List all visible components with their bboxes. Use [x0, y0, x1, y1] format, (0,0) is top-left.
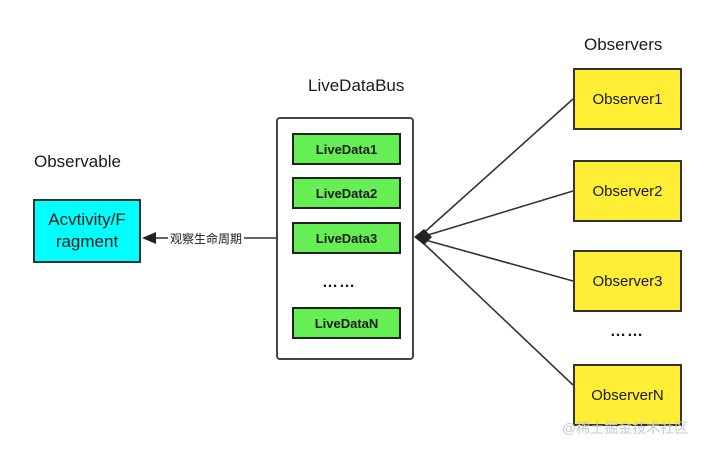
observable-label: Observable — [34, 152, 121, 171]
watermark: @稀土掘金技术社区 — [562, 420, 689, 436]
lifecycle-edge-label: 观察生命周期 — [168, 230, 245, 247]
lifecycle-arrowhead — [142, 232, 156, 244]
livedata-ellipsis: …… — [322, 274, 356, 291]
observer2-connector — [417, 190, 574, 239]
aggregation-diamond — [414, 229, 432, 245]
lifecycle-owner-line2: ragment — [55, 232, 119, 251]
lifecycle-owner-line1: Acvtivity/F — [48, 210, 126, 229]
observer3-connector — [417, 237, 574, 282]
observers-title: Observers — [584, 35, 663, 54]
observers-ellipsis: …… — [610, 323, 644, 340]
bus-title: LiveDataBus — [308, 76, 405, 95]
livedata-box: LiveDataN — [292, 307, 401, 339]
observern-connector — [417, 237, 574, 386]
observer1-connector — [417, 98, 574, 239]
livedata-box: LiveData3 — [292, 222, 401, 254]
lifecycle-owner-box: Acvtivity/F ragment — [33, 199, 141, 263]
livedata-box: LiveData1 — [292, 133, 401, 165]
observer-box: Observer2 — [573, 160, 682, 222]
observer-box: ObserverN — [573, 364, 682, 426]
livedata-box: LiveData2 — [292, 177, 401, 209]
observer-box: Observer1 — [573, 68, 682, 130]
observer-box: Observer3 — [573, 250, 682, 312]
